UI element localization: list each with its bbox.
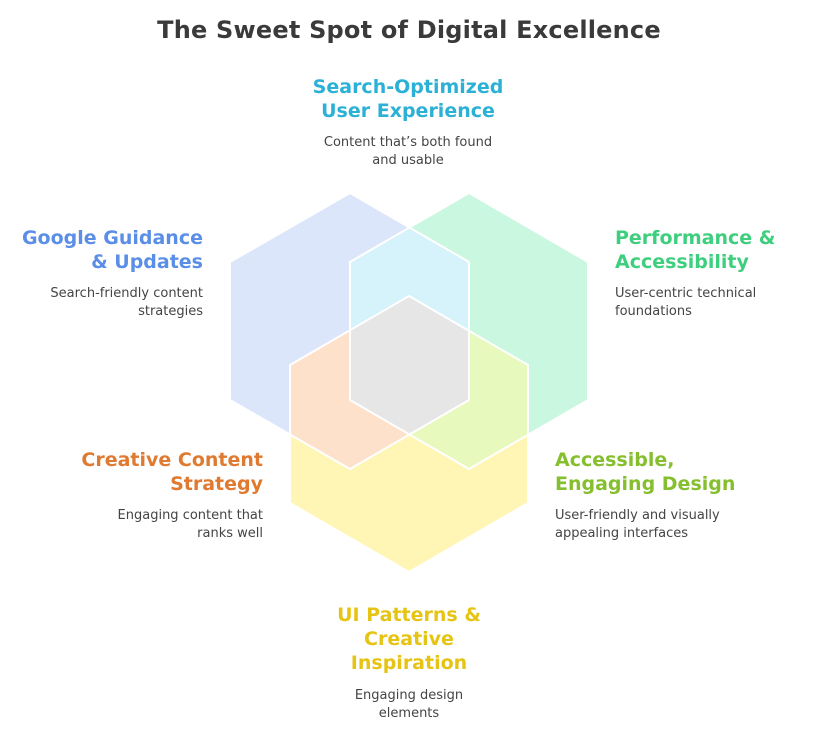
page-title: The Sweet Spot of Digital Excellence	[157, 16, 661, 44]
desc-ui-patterns: Engaging design elements	[354, 688, 464, 721]
region-sweet-spot	[350, 296, 469, 435]
desc-google: Search-friendly content strategies	[50, 286, 203, 319]
label-creative: Creative Content Strategy	[81, 449, 263, 495]
label-google: Google Guidance & Updates	[21, 227, 203, 273]
label-ui-patterns: UI Patterns & Creative Inspiration	[337, 604, 481, 674]
desc-creative: Engaging content that ranks well	[117, 508, 263, 541]
desc-accessible: User-friendly and visually appealing int…	[555, 508, 720, 541]
label-search-ux: Search-Optimized User Experience	[312, 76, 504, 122]
desc-performance: User-centric technical foundations	[615, 286, 757, 319]
label-accessible: Accessible, Engaging Design	[555, 449, 736, 495]
desc-search-ux: Content that’s both found and usable	[323, 135, 493, 168]
label-performance: Performance & Accessibility	[615, 227, 776, 273]
